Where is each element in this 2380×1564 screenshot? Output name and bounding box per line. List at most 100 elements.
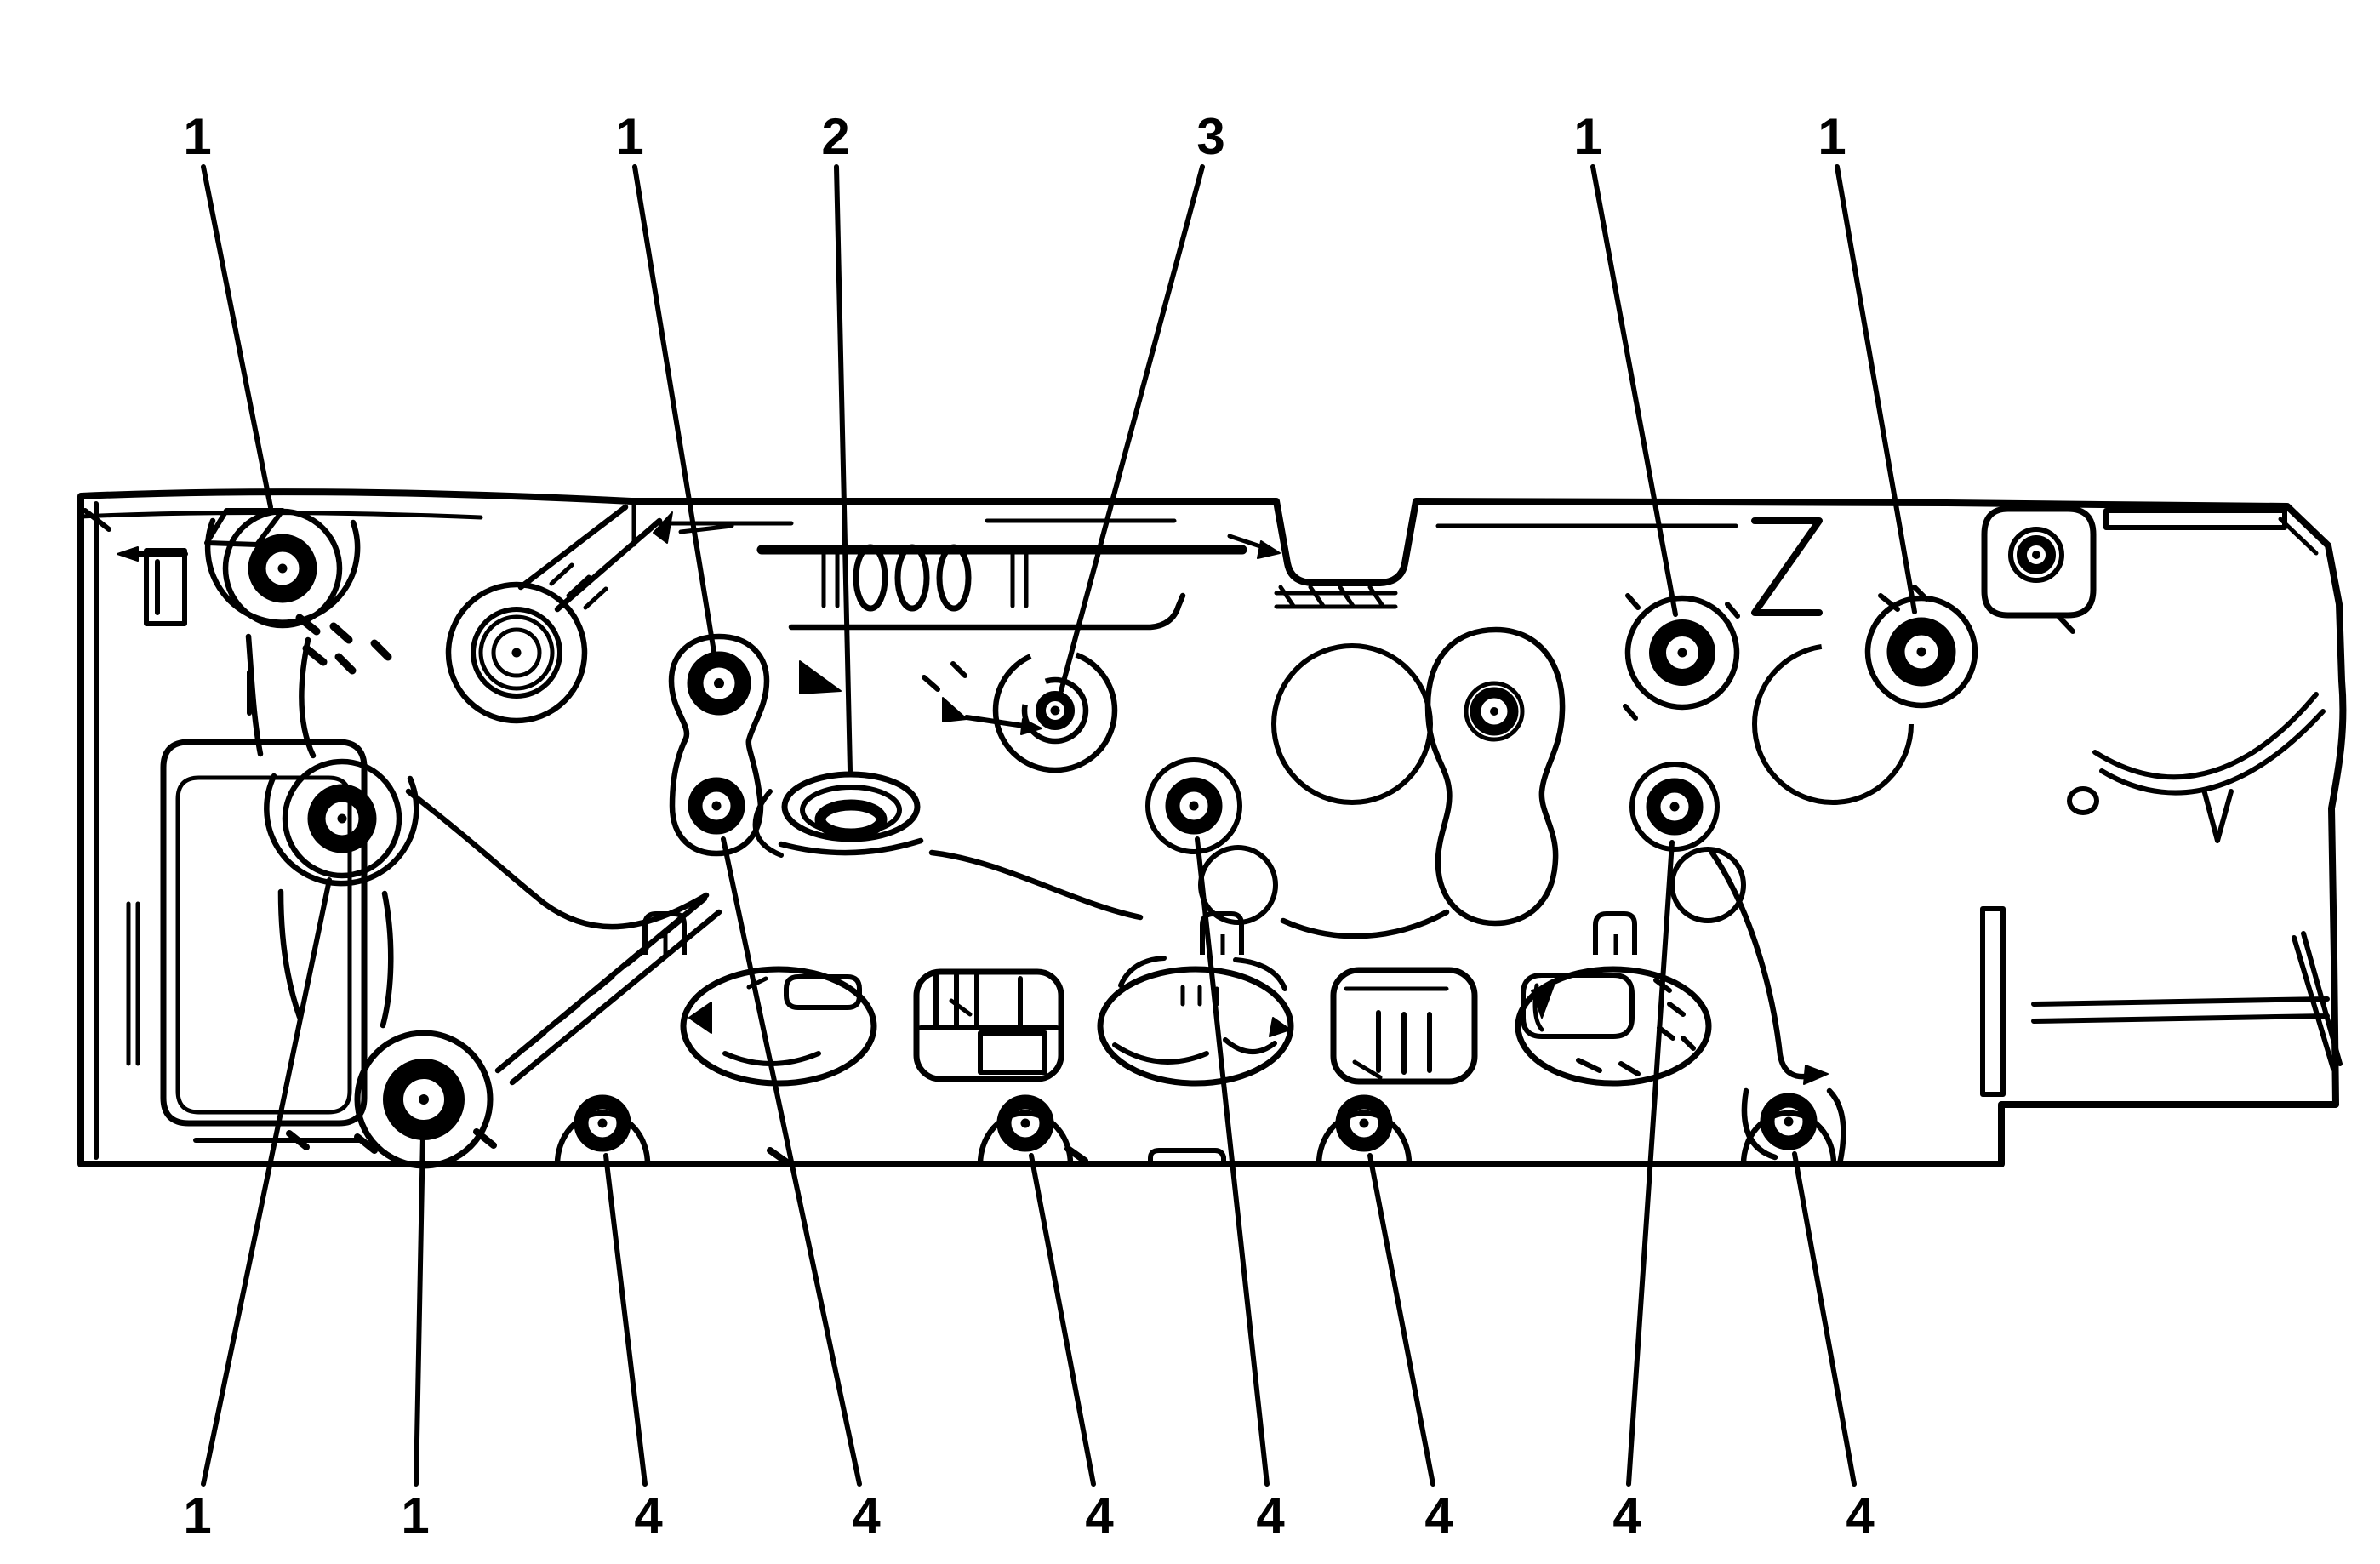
bolt-bottom-1-ring <box>574 1094 631 1152</box>
jacket-circle <box>1669 847 1746 923</box>
boss-right-outer <box>1864 595 1978 709</box>
small-oval-detail <box>2067 786 2099 815</box>
bolt-bump-outline <box>1316 1110 1413 1165</box>
boss-tube-ring <box>491 627 542 678</box>
corner-pad-bolt <box>2008 527 2064 583</box>
part-detail-line <box>1826 1087 1846 1167</box>
callout-4-9: 4 <box>721 836 881 1544</box>
boss-left-middle <box>282 758 402 879</box>
callout-number-label: 4 <box>1424 1487 1453 1544</box>
part-detail-line <box>933 973 1023 1029</box>
jacket-circle <box>1271 643 1433 805</box>
oval-port <box>1515 966 1712 1087</box>
corner-pad-bolt-ring <box>2008 527 2064 583</box>
part-detail-line <box>2201 787 2234 843</box>
part-detail-line <box>2103 508 2287 530</box>
part-detail-line <box>978 1030 1047 1075</box>
bolt-bottom-2 <box>996 1094 1054 1152</box>
part-detail-line <box>405 788 710 930</box>
callout-1-5: 1 <box>1818 108 1917 614</box>
part-detail-line <box>688 1002 712 1034</box>
callout-leader-line <box>1367 1153 1435 1487</box>
boss-right-inner-ring <box>1624 595 1740 711</box>
rect-port <box>1330 967 1478 1085</box>
boss-center-3-ring <box>992 648 1118 773</box>
part-detail-line <box>2292 931 2343 1071</box>
boss-left-middle-ring <box>282 758 402 879</box>
part-detail-line <box>2031 996 2330 1024</box>
callout-number-label: 1 <box>1818 108 1846 165</box>
part-detail-line <box>942 697 967 722</box>
jacket-circle <box>1145 757 1242 854</box>
boss-right-outer-ring <box>1886 617 1956 687</box>
boss-right-inner <box>1624 595 1740 711</box>
part-detail-line <box>949 998 973 1017</box>
bolt-mid-right-center-dot <box>1669 802 1680 812</box>
bolt-mid-center <box>1165 777 1223 835</box>
part-detail-line <box>784 974 862 1010</box>
part-detail-line <box>1223 1037 1277 1055</box>
callout-leader-line <box>1029 1153 1096 1487</box>
callout-leader-line <box>1792 1151 1857 1487</box>
bolt-bottom-2-ring <box>996 1094 1054 1152</box>
part-detail-line <box>2055 613 2075 634</box>
bolt-bottom-1 <box>574 1094 631 1152</box>
corner-pad-bolt-ring <box>2017 535 2056 574</box>
bolt-mid-right <box>1646 778 1704 836</box>
boss-tube-ring <box>471 607 562 699</box>
jacket-circle <box>1198 845 1278 925</box>
bolt-bottom-4 <box>1760 1093 1818 1150</box>
boss-bottom-left-center-dot <box>419 1094 429 1105</box>
boss-tube-ring <box>445 581 588 724</box>
part-detail-line <box>126 901 140 1066</box>
part-detail-line <box>2278 517 2319 556</box>
jacket-bolt <box>1464 681 1525 742</box>
part-detail-line <box>799 660 842 694</box>
callout-3-3: 3 <box>1059 108 1225 694</box>
port-tab <box>642 911 687 955</box>
callout-4-11: 4 <box>1195 836 1285 1544</box>
part-detail-line <box>277 888 394 1029</box>
callout-4-12: 4 <box>1367 1153 1453 1544</box>
boss-left-middle-center-dot <box>337 813 347 824</box>
bolt-mid-center-ring <box>1165 777 1223 835</box>
callout-number-label: 4 <box>1085 1487 1114 1544</box>
callout-leader-line <box>1835 164 1917 614</box>
callout-leader-line <box>1059 164 1205 694</box>
boss-right-inner-ring <box>1649 619 1715 686</box>
boss-center-3-center-dot <box>1050 705 1060 716</box>
boss-top-left-ring <box>248 534 317 603</box>
callout-leader-line <box>721 836 862 1487</box>
part-detail-line <box>1233 957 1287 991</box>
part-detail-line <box>83 508 111 532</box>
port-tab <box>1593 911 1637 955</box>
callout-1-0: 1 <box>183 108 273 510</box>
boss-right-inner-center-dot <box>1677 648 1687 658</box>
boss-center-3-ring <box>1036 691 1075 730</box>
callout-4-13: 4 <box>1612 840 1675 1544</box>
boss-right-outer-center-dot <box>1916 647 1926 657</box>
part-detail-line <box>245 633 317 759</box>
callout-1-6: 1 <box>183 877 332 1544</box>
bolt-mid-left-upper-ring <box>687 651 751 716</box>
part-detail-line <box>1623 593 1740 721</box>
boss-bottom-left-ring <box>383 1059 465 1140</box>
callout-1-1: 1 <box>615 108 716 654</box>
callout-number-label: 4 <box>852 1487 881 1544</box>
callout-leader-line <box>603 1153 648 1487</box>
callout-leader-line <box>1626 840 1675 1487</box>
bolt-bottom-4-center-dot <box>1784 1116 1794 1127</box>
callout-4-10: 4 <box>1029 1153 1114 1544</box>
callout-leader-line <box>1590 164 1678 617</box>
part-detail-line <box>678 523 734 534</box>
part-detail-line <box>1709 849 1814 1080</box>
part-detail-line <box>295 614 392 675</box>
callout-1-7: 1 <box>401 1133 430 1544</box>
bolt-mid-left-upper-center-dot <box>714 678 724 688</box>
part-detail-line <box>1376 1010 1432 1075</box>
callout-1-4: 1 <box>1573 108 1678 617</box>
boss-tube <box>445 581 588 724</box>
port-tab <box>1200 911 1244 955</box>
part-detail-line <box>1751 517 1823 616</box>
